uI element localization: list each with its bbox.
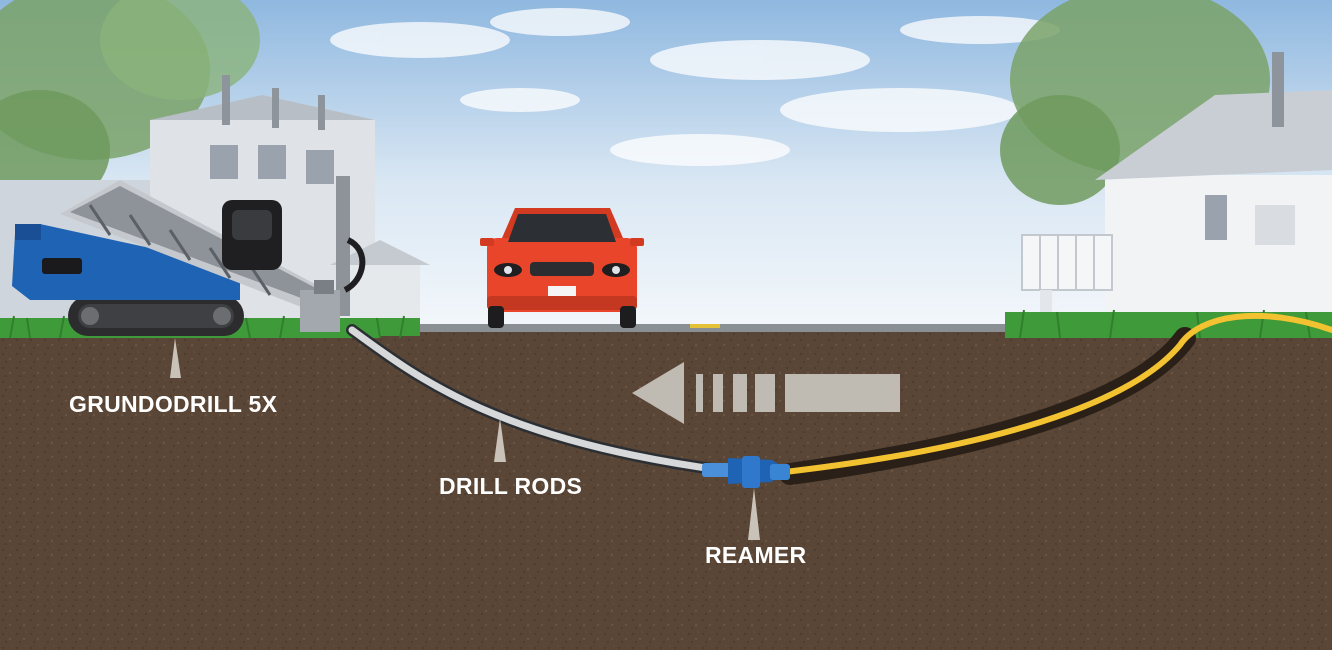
label-drill-rods: DRILL RODS [439,473,582,499]
drill-rods-highlight [348,326,724,474]
label-grundodrill: GRUNDODRILL 5X [69,391,278,417]
label-reamer: REAMER [705,542,807,568]
reamer-tool-icon [702,456,790,488]
clouds [330,8,1060,166]
drill-rig-icon [12,176,366,336]
right-house [1021,52,1332,320]
pullback-arrow-left-icon [632,362,900,424]
road-marking [690,324,720,328]
car-front-icon [480,208,644,328]
product-pipe [782,312,1332,475]
label-pointers [170,338,760,540]
